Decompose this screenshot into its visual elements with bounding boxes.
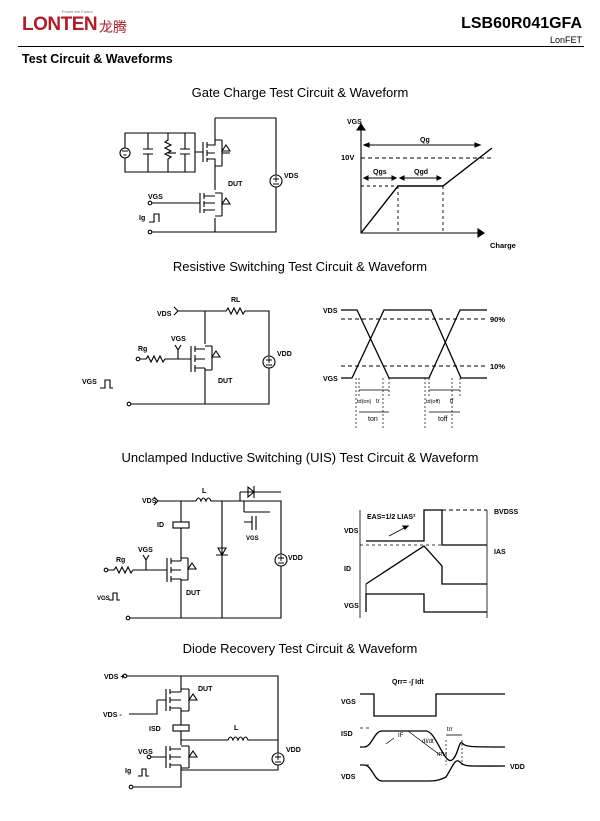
rs-10pct: 10% (490, 362, 505, 371)
rs-tdon: td(on) (357, 399, 372, 405)
dr-label-l: L (234, 725, 239, 732)
uis-w-vgs: VGS (344, 603, 359, 610)
gc-qgs: Qgs (373, 169, 387, 176)
dr-w-vdd: VDD (510, 764, 525, 771)
gc-label-ig: Ig (139, 215, 145, 222)
rs-tr: tr (376, 399, 380, 405)
uis-label-vgs-in: VGS (97, 596, 110, 602)
dr-label-isd: ISD (149, 726, 161, 733)
gc-label-vds: VDS (284, 173, 299, 180)
dr-label-vgs: VGS (138, 749, 153, 756)
rs-w-vgs: VGS (323, 376, 338, 383)
dr-label-vdd: VDD (286, 747, 301, 754)
uis-label-vgs-bar: VGS (246, 536, 259, 542)
gate-charge-waveform (355, 123, 493, 239)
dr-w-vds: VDS (341, 774, 356, 781)
gc-10v: 10V (341, 153, 354, 162)
rs-ton: ton (368, 416, 378, 423)
uis-label-vgs: VGS (138, 547, 153, 554)
product-family: LonFET (549, 35, 582, 45)
uis-waveform (359, 509, 488, 618)
rs-label-vgs: VGS (171, 336, 186, 343)
uis-label-id: ID (157, 522, 164, 529)
uis-label-l: L (202, 488, 207, 495)
brand-tagline: Power the Future (62, 9, 93, 14)
brand-logo: LONTEN (22, 14, 98, 35)
section-title: Test Circuit & Waveforms (22, 52, 173, 66)
rs-w-vds: VDS (323, 308, 338, 315)
resistive-waveform (341, 309, 487, 430)
gc-qg: Qg (420, 137, 430, 144)
header-rule (18, 46, 584, 47)
uis-label-dut: DUT (186, 590, 201, 597)
rs-90pct: 90% (490, 315, 505, 324)
dr-if: IF (398, 733, 404, 739)
uis-w-vds: VDS (344, 528, 359, 535)
part-number: LSB60R041GFA (461, 15, 582, 32)
uis-circuit (103, 485, 288, 621)
uis-label-rg: Rg (116, 557, 125, 564)
page-header: LONTEN Power the Future 龙腾 LSB60R041GFA … (0, 0, 600, 48)
diode-waveform (360, 693, 506, 782)
rs-toff: toff (438, 416, 448, 423)
dr-w-isd: ISD (341, 731, 353, 738)
diode-circuit (122, 673, 285, 790)
dr-trr: trr (447, 727, 453, 733)
brand-logo-cn: 龙腾 (99, 19, 127, 35)
dr-label-dut: DUT (198, 686, 213, 693)
gc-axis-y: VGS (347, 119, 362, 126)
dr-label-vds-plus: VDS + (104, 674, 124, 681)
rs-label-vgs-in: VGS (82, 379, 97, 386)
gc-axis-x: Charge (490, 241, 516, 250)
dr-qrr: Qrr= -∫ Idt (392, 679, 424, 686)
caption-gate-charge: Gate Charge Test Circuit & Waveform (191, 85, 409, 100)
dr-irm: IRM (437, 752, 448, 758)
caption-resistive: Resistive Switching Test Circuit & Wavef… (172, 259, 428, 274)
uis-eas: EAS=1/2 LIAS² (367, 514, 416, 521)
rs-label-vdd: VDD (277, 351, 292, 358)
rs-label-vds: VDS (157, 311, 172, 318)
gc-label-dut: DUT (228, 181, 243, 188)
uis-ias: IAS (494, 549, 506, 556)
rs-tdoff: td(off) (426, 399, 440, 405)
dr-w-vgs: VGS (341, 699, 356, 706)
resistive-circuit (100, 306, 276, 407)
rs-label-rg: Rg (138, 346, 147, 353)
gc-qgd: Qgd (414, 169, 428, 176)
uis-label-vds: VDS (142, 498, 157, 505)
rs-label-dut: DUT (218, 378, 233, 385)
dr-didt: dI/dt (422, 739, 434, 745)
uis-label-vdd: VDD (288, 555, 303, 562)
uis-w-id: ID (344, 566, 351, 573)
gate-charge-circuit (119, 117, 283, 235)
gc-label-vgs: VGS (148, 194, 163, 201)
uis-bvdss: BVDSS (494, 509, 518, 516)
dr-label-vds-minus: VDS - (103, 712, 122, 719)
caption-uis: Unclamped Inductive Switching (UIS) Test… (121, 450, 479, 465)
caption-diode: Diode Recovery Test Circuit & Waveform (182, 641, 418, 656)
rs-label-rl: RL (231, 297, 241, 304)
rs-tf: tf (450, 399, 454, 405)
dr-label-ig: Ig (125, 768, 131, 775)
